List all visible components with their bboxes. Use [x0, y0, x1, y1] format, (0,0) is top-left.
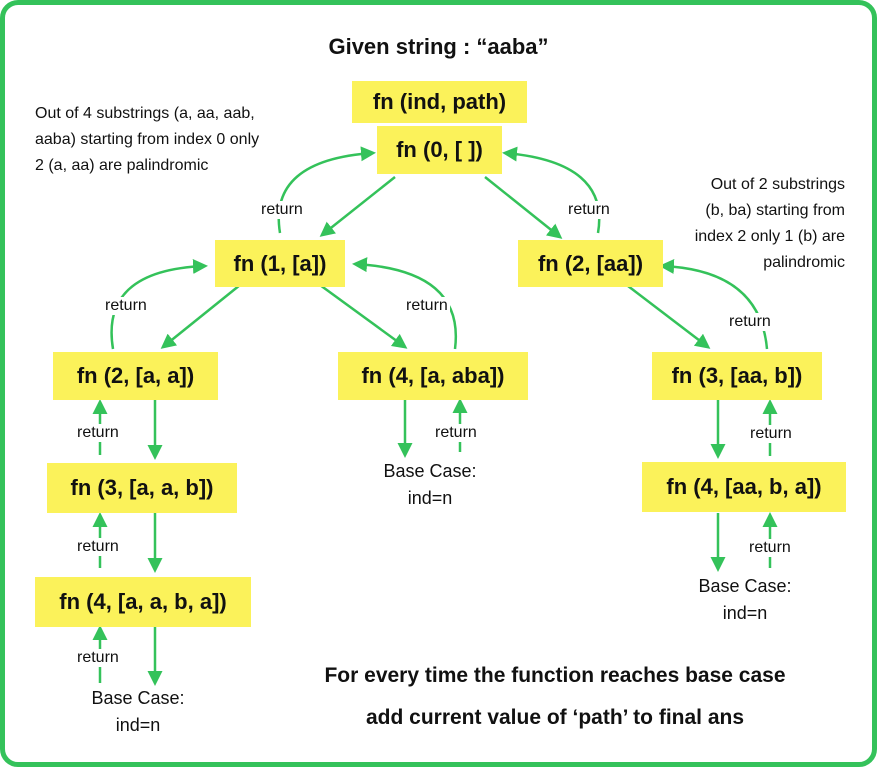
footer-line-2: add current value of ‘path’ to final ans [365, 706, 745, 729]
node-fn-2-aa: fn (2, [aa]) [518, 240, 663, 287]
note-right-line: palindromic [763, 254, 845, 271]
note-left-line: Out of 4 substrings (a, aa, aab, [35, 105, 255, 122]
note-left-line: aaba) starting from index 0 only [35, 131, 260, 148]
return-label: return [566, 201, 612, 219]
note-right: Out of 2 substrings (b, ba) starting fro… [695, 172, 845, 276]
return-label: return [727, 313, 773, 331]
return-label: return [259, 201, 305, 219]
note-right-line: (b, ba) starting from [705, 202, 845, 219]
return-arrow-n5-n2 [659, 259, 769, 350]
base-case-line: Base Case: [91, 688, 185, 708]
return-label: return [404, 297, 450, 315]
base-case-line: ind=n [407, 488, 453, 508]
return-arrow-n2-root [502, 146, 601, 234]
base-case-line: ind=n [115, 715, 161, 735]
note-right-line: Out of 2 substrings [710, 176, 845, 193]
return-label: return [75, 424, 121, 442]
call-arrow-n1-n3 [160, 284, 241, 349]
return-arrow-n4-n1 [352, 257, 458, 350]
base-case-line: Base Case: [383, 461, 477, 481]
return-label: return [747, 539, 793, 557]
node-fn-4-aa-b-a: fn (4, [aa, b, a]) [642, 462, 846, 512]
return-arrow-n1-root [277, 146, 376, 234]
call-arrow-n2-n5 [627, 285, 711, 349]
header-node: fn (ind, path) [352, 81, 527, 123]
call-arrow-root-n2 [484, 176, 563, 239]
node-fn-2-a-a: fn (2, [a, a]) [53, 352, 218, 400]
return-arrow-n3-n1 [110, 258, 208, 350]
node-fn-1-a: fn (1, [a]) [215, 240, 345, 287]
node-fn-3-aa-b: fn (3, [aa, b]) [652, 352, 822, 400]
return-label: return [75, 649, 121, 667]
node-fn-4-a-aba: fn (4, [a, aba]) [338, 352, 528, 400]
node-fn-3-a-a-b: fn (3, [a, a, b]) [47, 463, 237, 513]
call-arrow-root-n1 [319, 176, 396, 237]
note-right-line: index 2 only 1 (b) are [694, 228, 845, 245]
return-label: return [748, 425, 794, 443]
return-label: return [433, 424, 479, 442]
return-label: return [103, 297, 149, 315]
diagram-title: Given string : “aaba” [328, 34, 549, 59]
return-label: return [75, 538, 121, 556]
node-fn-4-a-a-b-a: fn (4, [a, a, b, a]) [35, 577, 251, 627]
note-left: Out of 4 substrings (a, aa, aab, aaba) s… [35, 101, 259, 179]
base-case-line: Base Case: [698, 576, 792, 596]
call-arrow-n1-n4 [319, 283, 408, 349]
base-case-label: Base Case: ind=n [680, 573, 810, 627]
base-case-label: Base Case: ind=n [73, 685, 203, 739]
base-case-label: Base Case: ind=n [365, 458, 495, 512]
base-case-line: ind=n [722, 603, 768, 623]
note-left-line: 2 (a, aa) are palindromic [35, 157, 209, 174]
footer-line-1: For every time the function reaches base… [324, 664, 786, 687]
root-node: fn (0, [ ]) [377, 126, 502, 174]
